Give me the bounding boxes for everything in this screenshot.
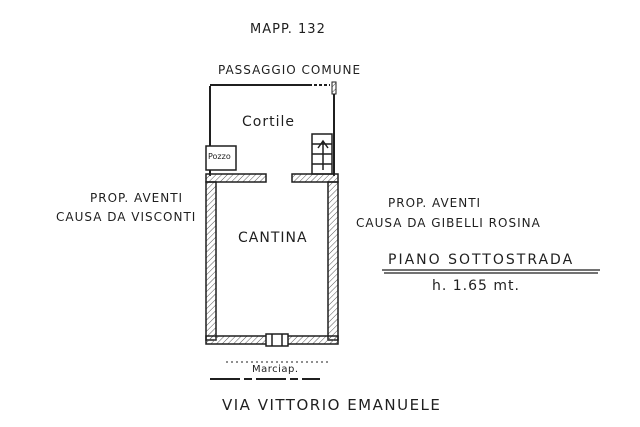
street-label: VIA VITTORIO EMANUELE [222,396,442,414]
map-reference: MAPP. 132 [250,22,326,37]
floor-title-underline [382,269,600,274]
cellar-walls [205,181,339,345]
well-label: Pozzo [208,152,231,161]
right-neighbor-line2: CAUSA DA GIBELLI ROSINA [356,216,541,230]
shared-passage-label: PASSAGGIO COMUNE [218,63,362,77]
shared-passage-line [210,81,337,95]
front-opening [265,333,289,347]
stair-arrow [311,133,333,175]
floor-title: PIANO SOTTOSTRADA [388,252,575,268]
cellar-label: CANTINA [238,230,308,246]
well-box [205,145,237,171]
left-neighbor-line2: CAUSA DA VISCONTI [56,210,197,224]
sidewalk-label: Marciap. [252,364,299,375]
courtyard-label: Cortile [242,114,295,130]
partition-wall [205,173,339,183]
right-neighbor-line1: PROP. AVENTI [388,196,482,210]
left-neighbor-line1: PROP. AVENTI [90,191,184,205]
floor-height: h. 1.65 mt. [432,278,520,294]
